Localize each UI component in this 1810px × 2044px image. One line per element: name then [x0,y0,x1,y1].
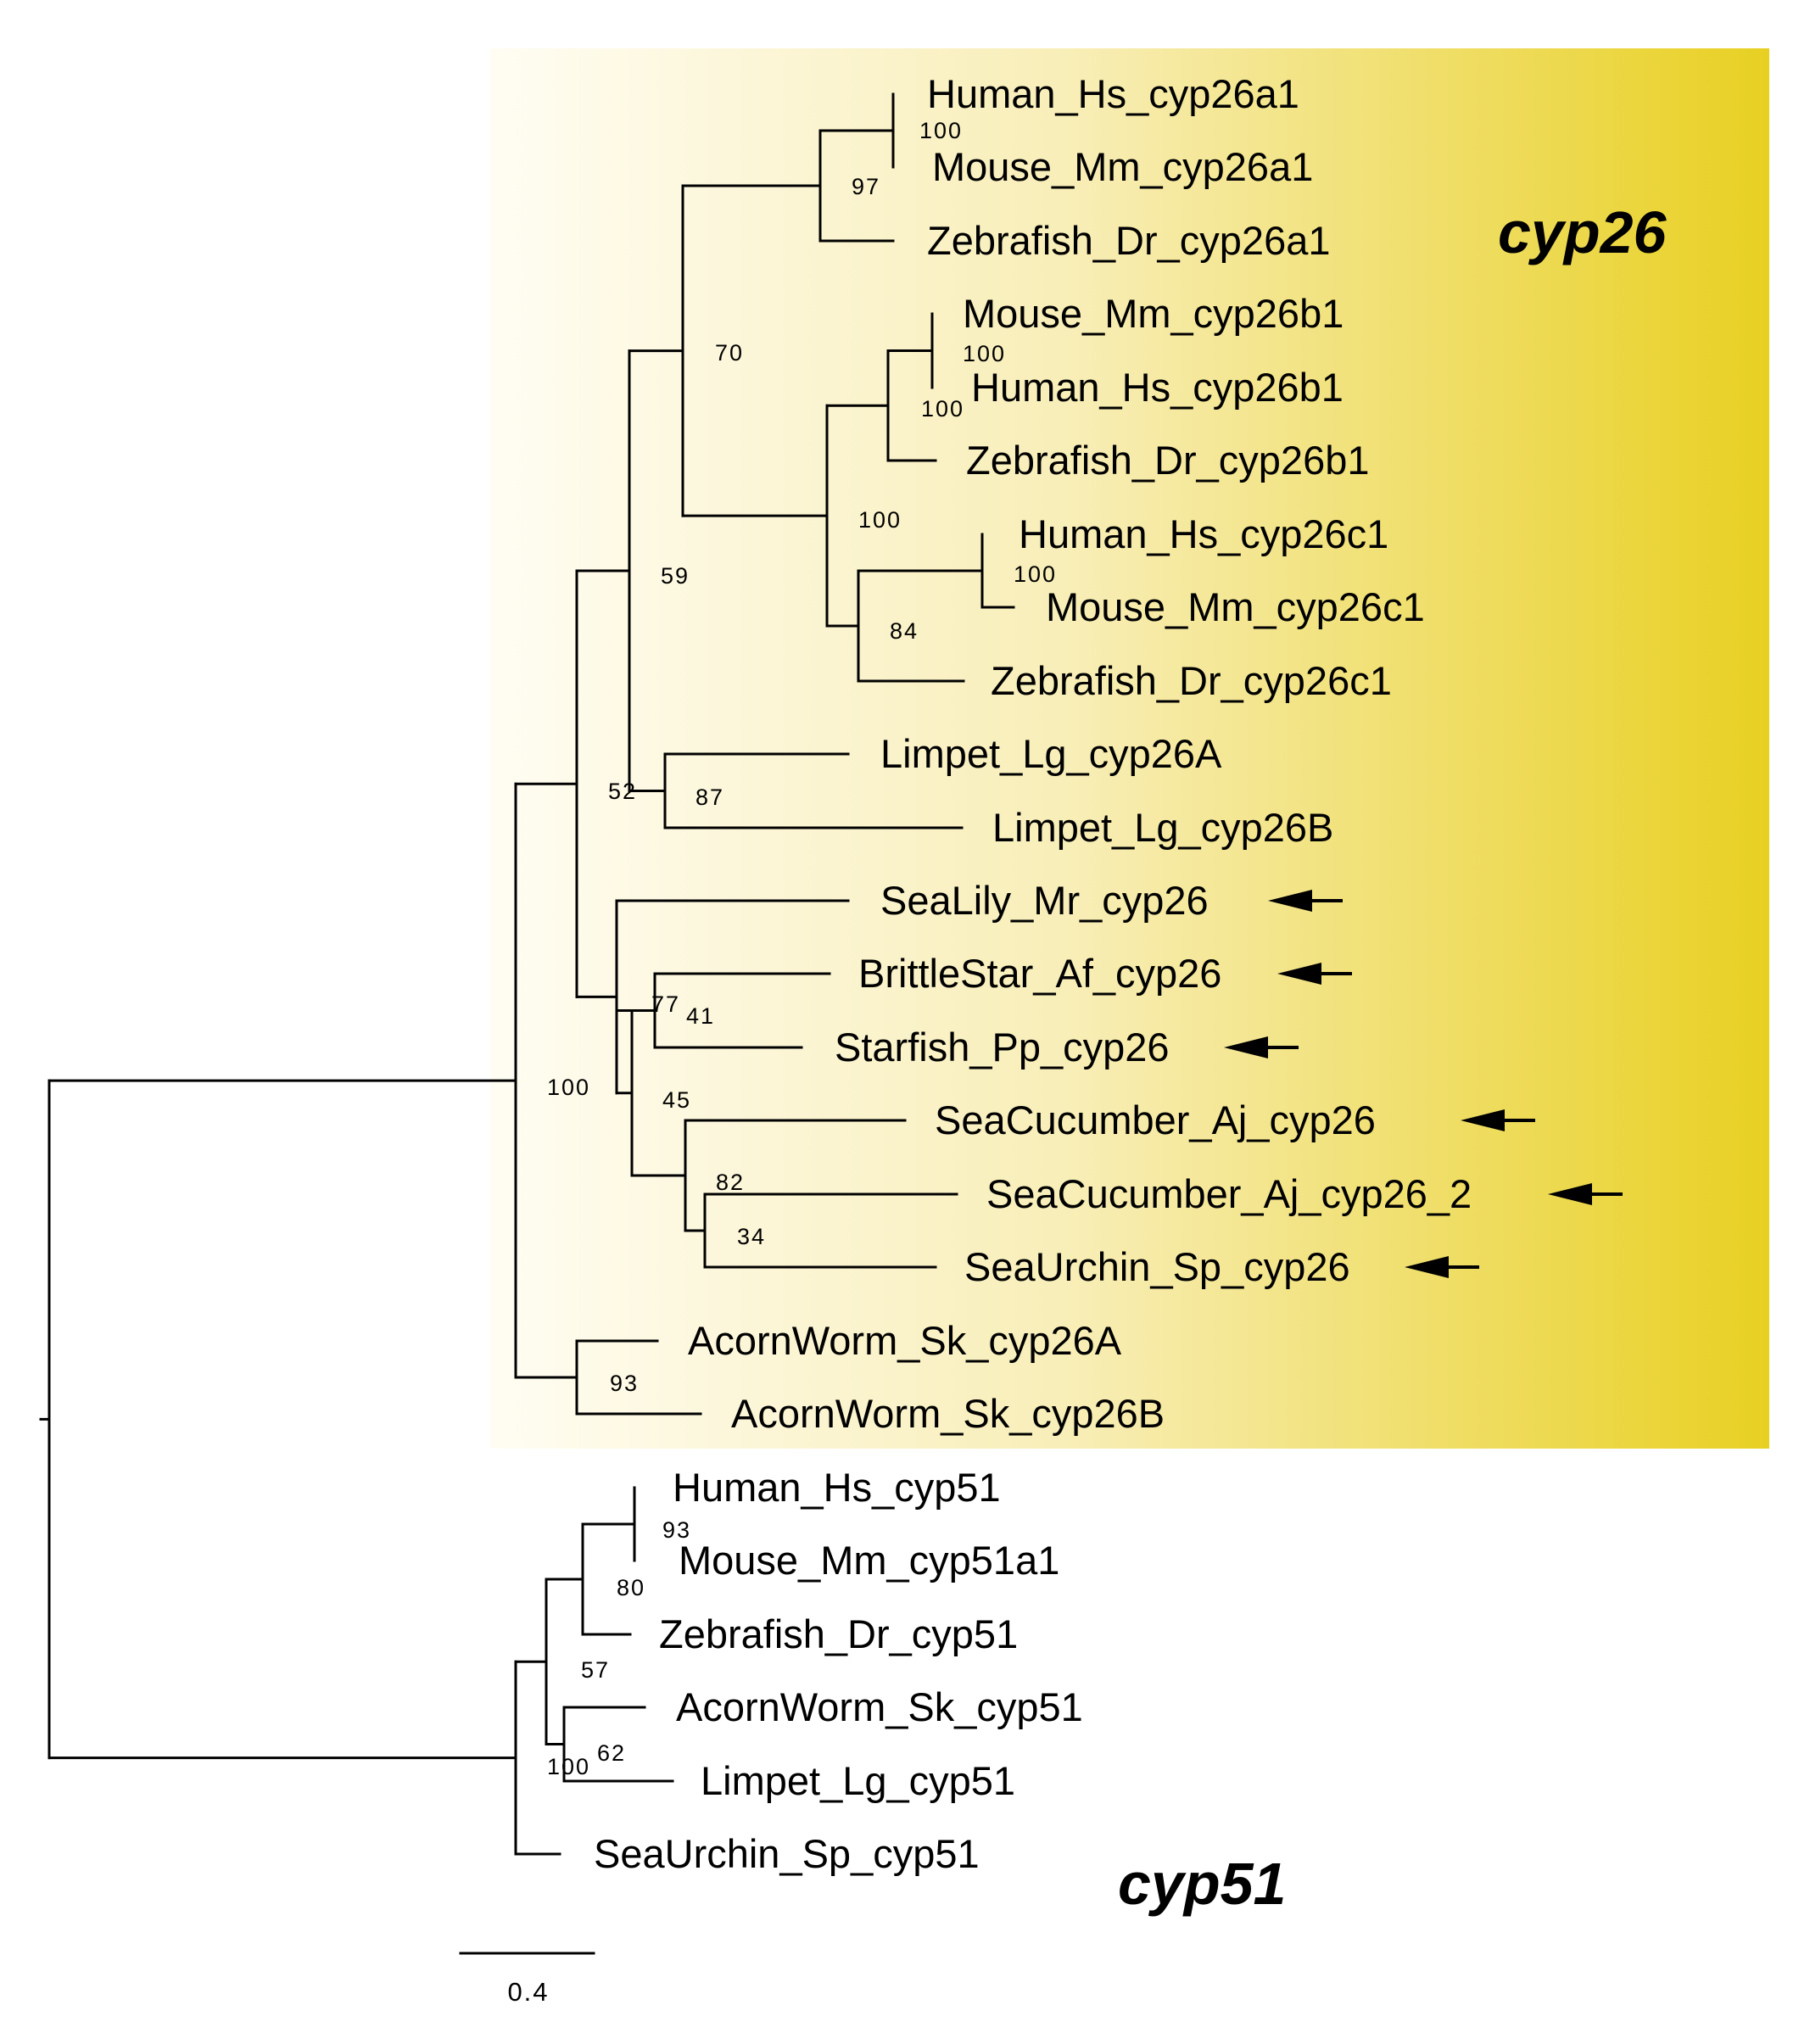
bootstrap-value: 100 [858,507,902,533]
leaf-label: Starfish_Pp_cyp26 [835,1025,1170,1069]
bootstrap-value: 93 [662,1517,691,1543]
bootstrap-value: 100 [547,1754,590,1779]
leaf-label: SeaCucumber_Aj_cyp26_2 [986,1171,1472,1216]
leaf-label: Zebrafish_Dr_cyp51 [659,1611,1018,1656]
bootstrap-value: 77 [651,991,680,1017]
bootstrap-value: 87 [696,785,724,810]
leaf-label: AcornWorm_Sk_cyp26B [731,1391,1165,1436]
leaf-label: Limpet_Lg_cyp51 [701,1758,1015,1803]
clade-label-cyp51: cyp51 [1118,1851,1286,1917]
arrow-left-icon [1268,890,1343,912]
bootstrap-value: 34 [737,1224,766,1249]
leaf-label: Mouse_Mm_cyp26b1 [963,291,1344,336]
leaf-label: Human_Hs_cyp26c1 [1019,511,1388,556]
arrow-left-icon [1461,1109,1535,1131]
bootstrap-value: 57 [581,1657,610,1683]
bootstrap-value: 82 [716,1170,745,1195]
arrow-left-icon [1548,1183,1623,1205]
bootstrap-value: 97 [852,174,880,199]
leaf-label: SeaUrchin_Sp_cyp26 [964,1244,1350,1289]
cyp26-clade-highlight [490,48,1769,1449]
bootstrap-value: 100 [547,1075,590,1100]
bootstrap-value: 62 [597,1740,626,1766]
bootstrap-value: 100 [1014,561,1057,587]
bootstrap-value: 93 [610,1371,639,1396]
clade-label-cyp26: cyp26 [1498,199,1668,265]
bootstrap-value: 84 [890,618,919,644]
leaf-label: Mouse_Mm_cyp26c1 [1046,584,1425,629]
leaf-label: SeaLily_Mr_cyp26 [880,878,1209,923]
leaf-label: Human_Hs_cyp51 [673,1465,1001,1510]
leaf-label: AcornWorm_Sk_cyp51 [676,1684,1083,1729]
bootstrap-value: 41 [686,1003,715,1029]
bootstrap-value: 100 [963,341,1006,366]
leaf-label: Mouse_Mm_cyp51a1 [679,1538,1059,1583]
bootstrap-value: 45 [662,1087,691,1113]
bootstrap-value: 100 [921,396,964,422]
bootstrap-value: 52 [608,779,637,804]
marker-arrows [1224,890,1623,1278]
leaf-label: Limpet_Lg_cyp26A [880,731,1222,776]
leaf-label: SeaCucumber_Aj_cyp26 [935,1097,1376,1142]
leaf-label: Mouse_Mm_cyp26a1 [932,144,1313,189]
leaf-label: BrittleStar_Af_cyp26 [858,951,1221,996]
leaf-labels: Human_Hs_cyp26a1Mouse_Mm_cyp26a1Zebrafis… [594,71,1472,1876]
bootstrap-value: 100 [919,118,963,143]
leaf-label: Zebrafish_Dr_cyp26a1 [927,218,1331,263]
arrow-left-icon [1277,963,1352,985]
leaf-label: Zebrafish_Dr_cyp26c1 [991,658,1392,703]
scale-bar: 0.4 [459,1952,595,2007]
arrow-left-icon [1224,1036,1299,1058]
leaf-label: SeaUrchin_Sp_cyp51 [594,1831,980,1876]
leaf-label: Human_Hs_cyp26b1 [971,365,1344,410]
leaf-label: Human_Hs_cyp26a1 [927,71,1299,116]
tree-branches [39,92,1015,1856]
bootstrap-value: 59 [661,563,690,589]
scale-bar-label: 0.4 [507,1977,549,2007]
leaf-label: AcornWorm_Sk_cyp26A [688,1318,1122,1363]
bootstrap-value: 80 [617,1575,645,1600]
leaf-label: Limpet_Lg_cyp26B [992,805,1333,850]
arrow-left-icon [1405,1256,1479,1278]
bootstrap-value: 70 [715,340,744,366]
leaf-label: Zebrafish_Dr_cyp26b1 [966,438,1370,483]
